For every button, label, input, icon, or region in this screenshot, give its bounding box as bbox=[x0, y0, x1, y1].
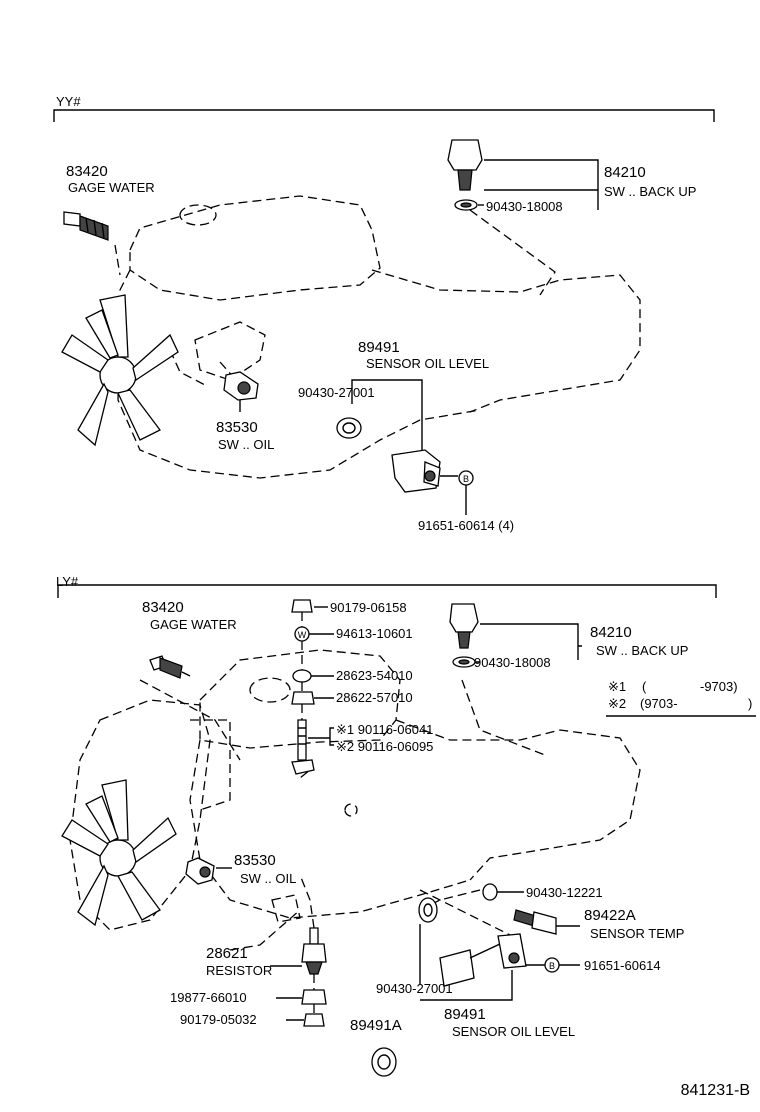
gage-water-part-ly bbox=[149, 655, 191, 679]
part-number-89491A: 89491A bbox=[350, 1017, 402, 1034]
part-number-91651-60614-yy: 91651-60614 (4) bbox=[418, 518, 514, 533]
backup-switch-part-ly bbox=[449, 603, 479, 668]
sensor-temp-part bbox=[513, 909, 557, 935]
part-number-90430-18008-yy: 90430-18008 bbox=[486, 199, 563, 214]
fastener-stack-ly: W bbox=[291, 599, 315, 775]
part-name-gage-water-ly: GAGE WATER bbox=[150, 617, 237, 632]
oil-switch-part-yy bbox=[223, 371, 259, 401]
gage-water-part-yy bbox=[63, 211, 109, 241]
gasket-89491A-part bbox=[371, 1047, 397, 1077]
part-number-90179-05032: 90179-05032 bbox=[180, 1012, 257, 1027]
part-number-90430-27001-ly: 90430-27001 bbox=[376, 981, 453, 996]
bolt-marker-b-label-ly: B bbox=[549, 961, 555, 971]
part-number-83530-yy: 83530 bbox=[216, 419, 258, 436]
part-name-sensor-oil-level-ly: SENSOR OIL LEVEL bbox=[452, 1024, 575, 1039]
part-name-backup-switch-yy: SW .. BACK UP bbox=[604, 184, 696, 199]
section-yy: YY# bbox=[53, 94, 715, 533]
section-ly: LY# bbox=[56, 574, 756, 1077]
part-number-90179-06158: 90179-06158 bbox=[330, 600, 407, 615]
washer-marker-w: W bbox=[298, 630, 307, 640]
part-number-90116-06041: ※1 90116-06041 bbox=[336, 722, 433, 737]
fan-yy bbox=[61, 294, 179, 447]
part-name-backup-switch-ly: SW .. BACK UP bbox=[596, 643, 688, 658]
section-frame-yy bbox=[53, 109, 715, 122]
part-number-90430-18008-ly: 90430-18008 bbox=[474, 655, 551, 670]
oil-switch-part-ly bbox=[185, 857, 215, 885]
gasket-12221-part bbox=[482, 883, 498, 901]
part-number-94613-10601: 94613-10601 bbox=[336, 626, 413, 641]
part-name-sensor-temp: SENSOR TEMP bbox=[590, 926, 684, 941]
part-name-gage-water-yy: GAGE WATER bbox=[68, 180, 155, 195]
backup-switch-part-yy bbox=[447, 139, 483, 211]
part-number-84210-yy: 84210 bbox=[604, 164, 646, 181]
part-number-28622-57010: 28622-57010 bbox=[336, 690, 413, 705]
section-header-ly: LY# bbox=[56, 574, 79, 589]
part-number-89491-yy: 89491 bbox=[358, 339, 400, 356]
part-name-oil-switch-ly: SW .. OIL bbox=[240, 871, 296, 886]
engine-illustration-yy bbox=[61, 195, 641, 479]
note-1-mark: ※1 bbox=[608, 679, 626, 694]
part-number-90116-06095: ※2 90116-06095 bbox=[336, 739, 433, 754]
note-2-paren: ) bbox=[748, 696, 752, 711]
section-header-yy: YY# bbox=[56, 94, 81, 109]
part-number-90430-12221: 90430-12221 bbox=[526, 885, 603, 900]
part-number-83420-yy: 83420 bbox=[66, 163, 108, 180]
note-2-value: (9703- bbox=[640, 696, 678, 711]
engine-illustration-ly bbox=[61, 649, 641, 951]
applicability-notes: ※1 ( -9703) ※2 (9703- ) bbox=[606, 679, 756, 717]
bolt-marker-b-label-yy: B bbox=[463, 474, 469, 484]
part-number-84210-ly: 84210 bbox=[590, 624, 632, 641]
section-frame-ly bbox=[57, 584, 717, 598]
note-1-value: -9703) bbox=[700, 679, 738, 694]
diagram-id: 841231-B bbox=[681, 1082, 750, 1099]
part-number-89422A: 89422A bbox=[584, 907, 636, 924]
part-number-83530-ly: 83530 bbox=[234, 852, 276, 869]
resistor-part bbox=[299, 874, 327, 1027]
part-number-89491-ly: 89491 bbox=[444, 1006, 486, 1023]
fan-ly bbox=[61, 779, 177, 927]
part-name-sensor-oil-level-yy: SENSOR OIL LEVEL bbox=[366, 356, 489, 371]
part-name-oil-switch-yy: SW .. OIL bbox=[218, 437, 274, 452]
part-name-resistor: RESISTOR bbox=[206, 963, 272, 978]
part-number-28623-54010: 28623-54010 bbox=[336, 668, 413, 683]
note-2-mark: ※2 bbox=[608, 696, 626, 711]
part-number-19877-66010: 19877-66010 bbox=[170, 990, 247, 1005]
gasket-part-yy bbox=[336, 417, 362, 439]
oil-level-sensor-part-yy bbox=[391, 449, 458, 493]
note-1-paren: ( bbox=[642, 679, 647, 694]
part-number-90430-27001-yy: 90430-27001 bbox=[298, 385, 375, 400]
part-number-28621: 28621 bbox=[206, 945, 248, 962]
part-number-83420-ly: 83420 bbox=[142, 599, 184, 616]
oil-level-sensor-part-ly bbox=[418, 897, 527, 987]
part-number-91651-60614-ly: 91651-60614 bbox=[584, 958, 661, 973]
